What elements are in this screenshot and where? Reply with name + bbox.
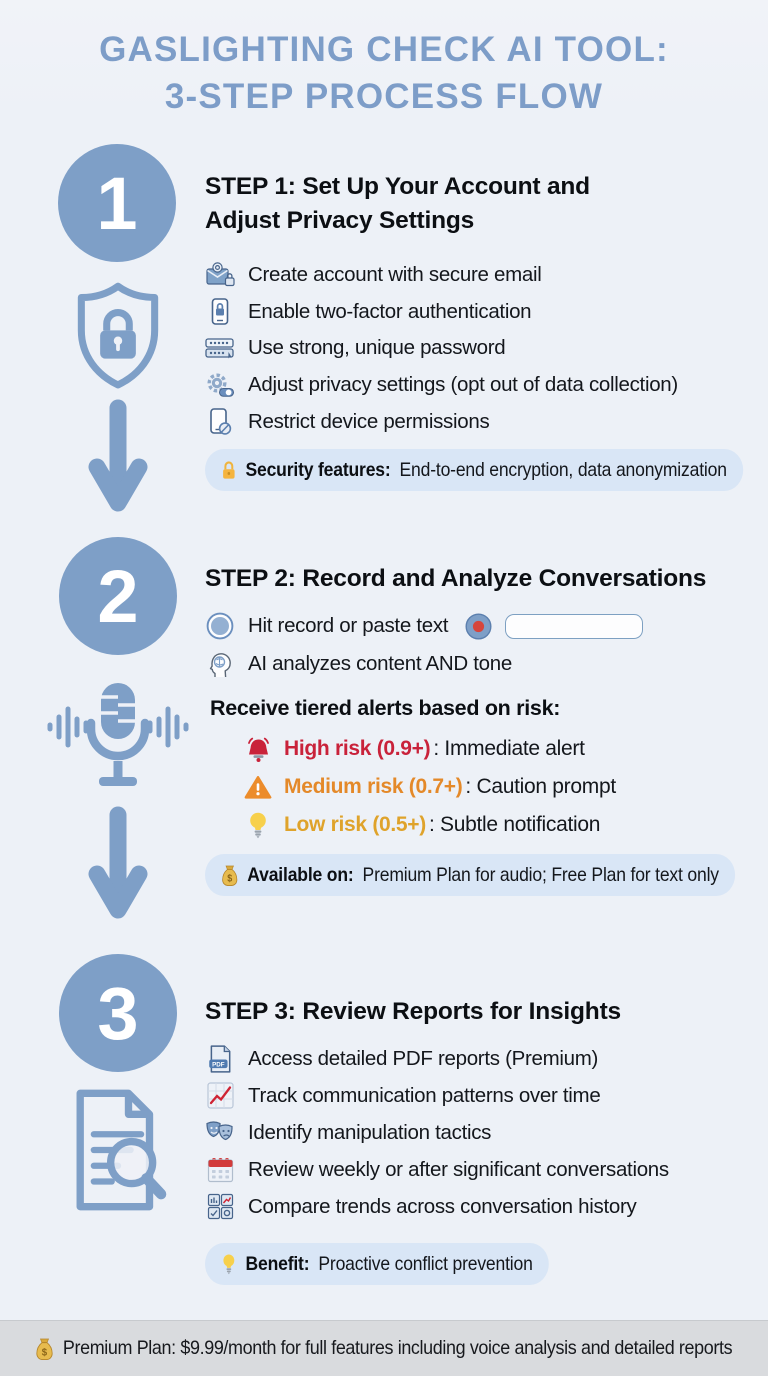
footer-content: $ Premium Plan: $9.99/month for full fea… xyxy=(36,1337,733,1361)
list-item-label: Create account with secure email xyxy=(248,263,542,287)
security-features-callout: Security features: End-to-end encryption… xyxy=(205,449,743,491)
step3-heading: STEP 3: Review Reports for Insights xyxy=(205,998,621,1025)
compare-grid-icon xyxy=(205,1193,235,1220)
list-item-label: Compare trends across conversation histo… xyxy=(248,1194,637,1218)
lightbulb-icon xyxy=(243,811,273,839)
page-title-line1: GASLIGHTING CHECK AI TOOL: xyxy=(99,30,669,69)
alert-label: High risk (0.9+) xyxy=(284,737,431,760)
secure-email-icon xyxy=(205,262,235,288)
callout-text: Premium Plan for audio; Free Plan for te… xyxy=(362,863,720,886)
alert-label: Medium risk (0.7+) xyxy=(284,775,463,798)
microphone-waves-icon xyxy=(40,681,196,798)
step3-checklist: PDF Access detailed PDF reports (Premium… xyxy=(205,1040,669,1225)
privacy-settings-icon xyxy=(205,373,235,398)
page-title-line2: 3-STEP PROCESS FLOW xyxy=(164,77,604,116)
list-item-label: Hit record or paste text xyxy=(248,614,449,637)
shield-lock-icon xyxy=(71,281,165,398)
list-item: Identify manipulation tactics xyxy=(205,1114,669,1151)
step1-checklist: Create account with secure email Enable … xyxy=(205,257,678,440)
pdf-icon: PDF xyxy=(205,1044,235,1073)
step2-heading: STEP 2: Record and Analyze Conversations xyxy=(205,565,707,592)
list-item-label: Restrict device permissions xyxy=(248,409,490,433)
callout-label: Available on: xyxy=(247,863,354,886)
alerts-heading: Receive tiered alerts based on risk: xyxy=(210,696,561,720)
report-magnifier-icon xyxy=(64,1087,172,1218)
list-item: Create account with secure email xyxy=(205,257,678,294)
step1-heading-line2: Adjust Privacy Settings xyxy=(205,207,475,234)
paste-text-input[interactable] xyxy=(505,613,644,639)
available-on-callout: $ Available on: Premium Plan for audio; … xyxy=(205,854,736,896)
alert-row-high-risk: High risk (0.9+): Immediate alert xyxy=(243,730,616,768)
lock-icon xyxy=(221,460,236,481)
list-item-label: Use strong, unique password xyxy=(248,336,506,360)
step2-checklist: Hit record or paste text AI analyzes con… xyxy=(205,606,644,682)
step1-heading-line1: STEP 1: Set Up Your Account and xyxy=(205,173,590,200)
svg-text:$: $ xyxy=(42,1347,48,1358)
list-item-label: Enable two-factor authentication xyxy=(248,299,532,323)
list-item-label: AI analyzes content AND tone xyxy=(248,652,512,675)
two-factor-icon xyxy=(205,298,235,326)
record-circle-icon xyxy=(205,612,235,640)
list-item: Track communication patterns over time xyxy=(205,1077,669,1114)
list-item-label: Review weekly or after significant conve… xyxy=(248,1157,669,1181)
callout-label: Security features: xyxy=(245,458,391,481)
ai-brain-icon xyxy=(205,651,235,678)
calendar-icon xyxy=(205,1156,235,1183)
callout-label: Benefit: xyxy=(245,1252,310,1275)
list-item: AI analyzes content AND tone xyxy=(205,646,643,682)
password-icon xyxy=(205,337,235,360)
alert-text: : Immediate alert xyxy=(433,737,585,760)
device-permissions-icon xyxy=(205,408,235,435)
list-item: Use strong, unique password xyxy=(205,330,678,367)
flow-arrow-down-icon xyxy=(86,806,150,933)
footer-text: Premium Plan: $9.99/month for full featu… xyxy=(63,1337,733,1359)
list-item: Adjust privacy settings (opt out of data… xyxy=(205,367,678,404)
step2-number-circle: 2 xyxy=(59,537,177,655)
step3-number-circle: 3 xyxy=(59,954,177,1072)
record-button-icon[interactable] xyxy=(465,612,492,640)
list-item: Restrict device permissions xyxy=(205,403,678,440)
list-item-label: Identify manipulation tactics xyxy=(248,1120,492,1144)
page-title: GASLIGHTING CHECK AI TOOL: 3-STEP PROCES… xyxy=(0,26,768,120)
list-item: Compare trends across conversation histo… xyxy=(205,1188,669,1225)
theater-masks-icon xyxy=(205,1120,235,1145)
flow-arrow-down-icon xyxy=(86,399,150,526)
callout-text: Proactive conflict prevention xyxy=(318,1252,533,1275)
warning-triangle-icon xyxy=(243,775,273,800)
alert-text: : Caution prompt xyxy=(465,775,616,798)
list-item-label: Adjust privacy settings (opt out of data… xyxy=(248,373,678,397)
trend-chart-icon xyxy=(205,1082,235,1109)
footer-bar: $ Premium Plan: $9.99/month for full fea… xyxy=(0,1320,768,1376)
list-item: Hit record or paste text xyxy=(205,606,644,646)
alert-row-medium-risk: Medium risk (0.7+): Caution prompt xyxy=(243,768,616,806)
alert-text: : Subtle notification xyxy=(428,813,601,836)
money-bag-icon: $ xyxy=(221,864,238,887)
lightbulb-icon xyxy=(221,1253,236,1275)
step1-number-circle: 1 xyxy=(58,144,176,262)
benefit-callout: Benefit: Proactive conflict prevention xyxy=(205,1243,549,1285)
svg-text:$: $ xyxy=(227,873,233,885)
bell-icon xyxy=(243,735,273,764)
step1-heading: STEP 1: Set Up Your Account and Adjust P… xyxy=(205,170,745,238)
risk-alerts-list: High risk (0.9+): Immediate alert Medium… xyxy=(243,730,616,844)
list-item-label: Track communication patterns over time xyxy=(248,1083,601,1107)
callout-text: End-to-end encryption, data anonymizatio… xyxy=(399,458,727,481)
svg-text:PDF: PDF xyxy=(212,1061,225,1068)
list-item: PDF Access detailed PDF reports (Premium… xyxy=(205,1040,669,1077)
list-item: Review weekly or after significant conve… xyxy=(205,1151,669,1188)
money-bag-icon: $ xyxy=(36,1337,54,1361)
alert-row-low-risk: Low risk (0.5+): Subtle notification xyxy=(243,806,616,844)
alert-label: Low risk (0.5+) xyxy=(284,813,426,836)
list-item-label: Access detailed PDF reports (Premium) xyxy=(248,1046,599,1070)
list-item: Enable two-factor authentication xyxy=(205,294,678,331)
